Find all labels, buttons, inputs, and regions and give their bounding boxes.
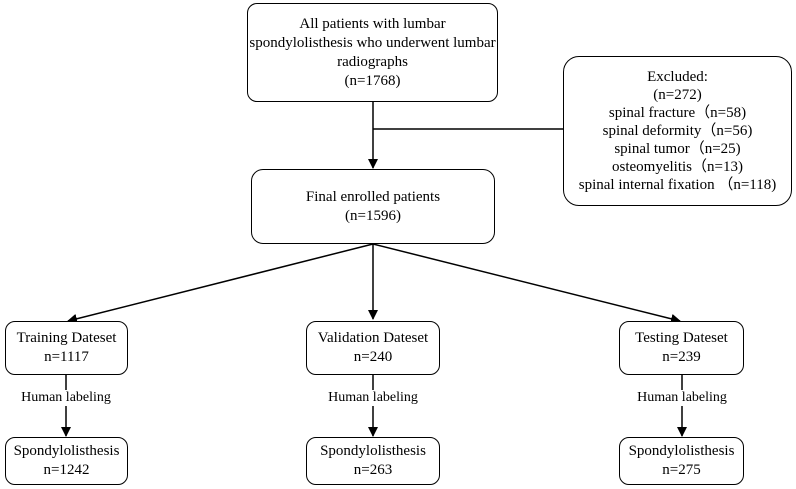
all-patients-line-1: All patients with lumbar — [299, 15, 446, 32]
testing-dataset-title: Testing Dateset — [635, 330, 728, 346]
training-dataset-box: Training Dateset n=1117 — [5, 321, 128, 375]
excluded-item-spinal-fracture: spinal fracture（n=58) — [608, 105, 747, 121]
validation-result-count: n=263 — [353, 462, 393, 478]
validation-step-label: Human labeling — [326, 390, 420, 406]
excluded-item-internal-fixation: spinal internal fixation （n=118) — [578, 177, 777, 193]
testing-dataset-box: Testing Dateset n=239 — [619, 321, 744, 375]
arrow-final-to-testing — [372, 243, 681, 324]
validation-dataset-count: n=240 — [353, 349, 393, 365]
all-patients-count: (n=1768) — [344, 72, 401, 89]
testing-result-count: n=275 — [662, 462, 701, 478]
testing-dataset-count: n=239 — [662, 349, 701, 365]
excluded-item-spinal-deformity: spinal deformity（n=56) — [602, 123, 753, 139]
final-enrolled-box: Final enrolled patients (n=1596) — [251, 169, 495, 244]
testing-step-label: Human labeling — [635, 390, 729, 406]
all-patients-line-3: radiographs — [337, 53, 408, 70]
excluded-item-spinal-tumor: spinal tumor（n=25) — [614, 141, 741, 157]
excluded-item-osteomyelitis: osteomyelitis（n=13) — [612, 159, 743, 175]
excluded-title: Excluded: — [647, 69, 708, 85]
all-patients-box: All patients with lumbar spondylolisthes… — [247, 3, 498, 102]
all-patients-line-2: spondylolisthesis who underwent lumbar — [249, 34, 496, 51]
arrow-final-to-training — [67, 243, 374, 324]
excluded-box: Excluded: (n=272) spinal fracture（n=58) … — [563, 56, 792, 206]
training-dataset-title: Training Dateset — [16, 330, 117, 346]
testing-result-title: Spondylolisthesis — [628, 443, 735, 459]
final-enrolled-title: Final enrolled patients — [305, 188, 441, 205]
final-enrolled-count: (n=1596) — [345, 207, 401, 224]
validation-dataset-title: Validation Dateset — [317, 330, 429, 346]
training-result-count: n=1242 — [43, 462, 90, 478]
training-step-label: Human labeling — [19, 390, 113, 406]
training-result-box: Spondylolisthesis n=1242 — [5, 437, 128, 485]
validation-result-box: Spondylolisthesis n=263 — [306, 437, 440, 485]
testing-result-box: Spondylolisthesis n=275 — [619, 437, 744, 485]
training-dataset-count: n=1117 — [44, 349, 89, 365]
training-result-title: Spondylolisthesis — [13, 443, 120, 459]
validation-result-title: Spondylolisthesis — [320, 443, 426, 459]
validation-dataset-box: Validation Dateset n=240 — [306, 321, 440, 375]
excluded-total: (n=272) — [653, 87, 702, 103]
